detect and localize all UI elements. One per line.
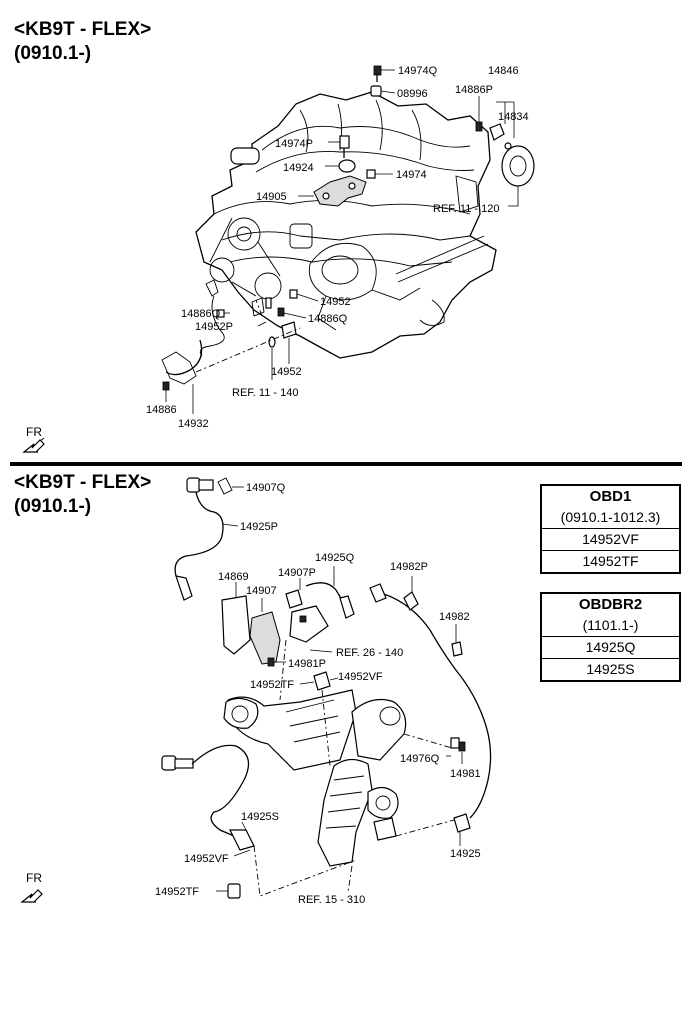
label-14952-lower: 14952 xyxy=(271,366,302,378)
label-14974Q: 14974Q xyxy=(398,65,438,77)
label-14952VF-upper: 14952VF xyxy=(338,671,383,683)
table-part: 14925Q xyxy=(542,636,679,658)
label-14932: 14932 xyxy=(178,418,209,430)
top-parts xyxy=(161,65,535,414)
label-14952TF-lower: 14952TF xyxy=(155,886,199,898)
table-part: 14952TF xyxy=(542,550,679,572)
label-14907: 14907 xyxy=(246,585,277,597)
section-1-model: <KB9T - FLEX> xyxy=(14,19,152,40)
label-14952TF-upper: 14952TF xyxy=(250,679,294,691)
section-2-range: (0910.1-) xyxy=(14,496,92,517)
label-ref-11-140: REF. 11 - 140 xyxy=(232,387,298,399)
label-14869: 14869 xyxy=(218,571,249,583)
table-part: 14952VF xyxy=(542,528,679,550)
section-divider xyxy=(10,462,682,466)
label-14982P: 14982P xyxy=(390,561,428,573)
fr-label-bottom: FR xyxy=(26,871,42,885)
front-arrow-icon xyxy=(20,889,43,903)
front-direction-indicator-top: FR xyxy=(22,425,45,453)
label-14834: 14834 xyxy=(498,111,529,123)
front-arrow-icon xyxy=(22,439,45,453)
table-part: 14925S xyxy=(542,658,679,680)
label-14886Q-right: 14886Q xyxy=(308,313,348,325)
label-14925: 14925 xyxy=(450,848,481,860)
table-title: OBD1 xyxy=(589,488,632,505)
exhaust-parts xyxy=(161,477,492,899)
label-14886Q-left: 14886Q xyxy=(181,308,221,320)
label-14925P: 14925P xyxy=(240,521,278,533)
label-14952P: 14952P xyxy=(195,321,233,333)
label-14952VF-lower: 14952VF xyxy=(184,853,229,865)
label-14886P: 14886P xyxy=(455,84,493,96)
table-range: (0910.1-1012.3) xyxy=(560,509,661,525)
label-ref-11-120: REF. 11 - 120 xyxy=(433,203,499,215)
variant-table-obdbr2: OBDBR2 (1101.1-) 14925Q 14925S xyxy=(540,592,681,682)
label-14924: 14924 xyxy=(283,162,314,174)
variant-table-obd1: OBD1 (0910.1-1012.3) 14952VF 14952TF xyxy=(540,484,681,574)
label-14846: 14846 xyxy=(488,65,519,77)
label-14976Q: 14976Q xyxy=(400,753,440,765)
label-14925Q: 14925Q xyxy=(315,552,355,564)
label-14886: 14886 xyxy=(146,404,177,416)
label-14907Q: 14907Q xyxy=(246,482,286,494)
bottom-callouts: 14907Q 14925P 14925Q 14982P 14869 14907P… xyxy=(155,482,481,906)
top-callouts: 14974Q 08996 14846 14886P 14834 14974P 1… xyxy=(146,65,529,430)
label-14974P: 14974P xyxy=(275,138,313,150)
table-range: (1101.1-) xyxy=(582,617,639,633)
table-title: OBDBR2 xyxy=(578,596,643,613)
label-08996: 08996 xyxy=(397,88,428,100)
label-14925S: 14925S xyxy=(241,811,279,823)
section-2-model: <KB9T - FLEX> xyxy=(14,472,152,493)
label-ref-26-140: REF. 26 - 140 xyxy=(336,647,403,659)
label-14974: 14974 xyxy=(396,169,427,181)
label-14982: 14982 xyxy=(439,611,470,623)
label-14952-upper: 14952 xyxy=(320,296,351,308)
front-direction-indicator-bottom: FR xyxy=(20,871,43,903)
label-14905: 14905 xyxy=(256,191,287,203)
label-14907P: 14907P xyxy=(278,567,316,579)
label-14981P: 14981P xyxy=(288,658,326,670)
label-14981: 14981 xyxy=(450,768,481,780)
label-ref-15-310: REF. 15 - 310 xyxy=(298,894,365,906)
fr-label-top: FR xyxy=(26,425,42,439)
section-1-range: (0910.1-) xyxy=(14,43,92,64)
